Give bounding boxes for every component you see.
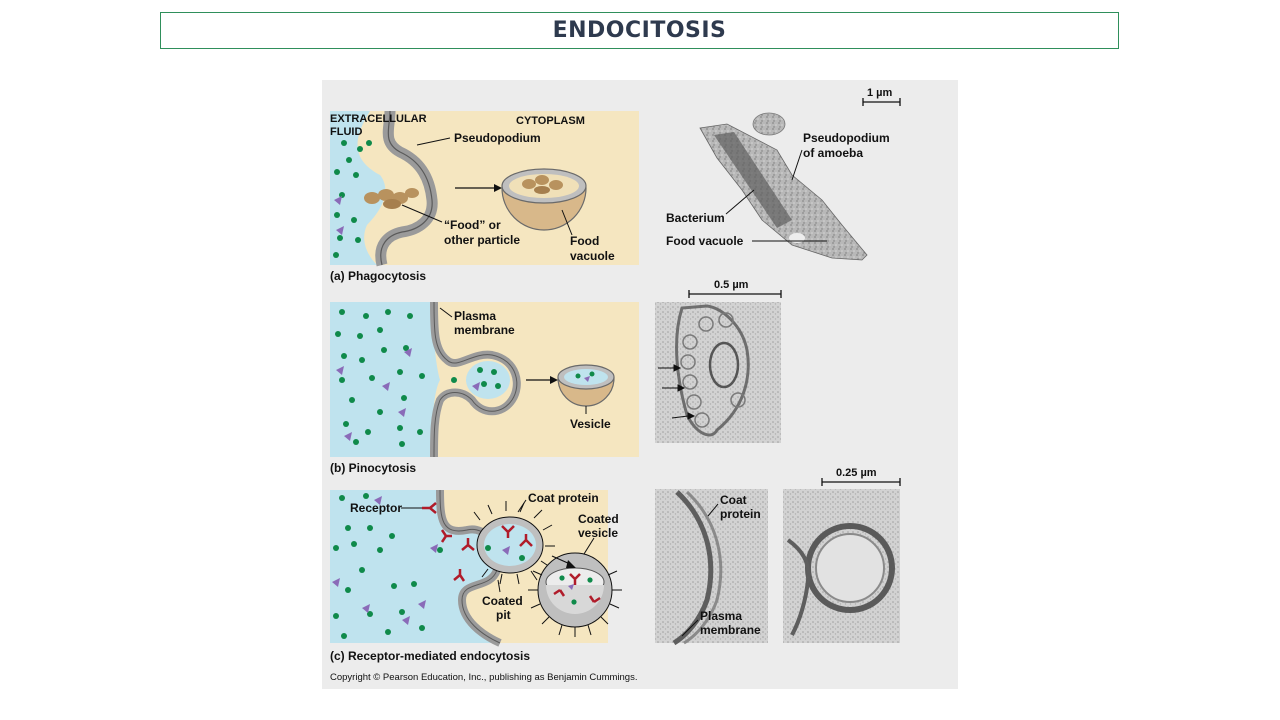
label-micro-pseudo-1: Pseudopodium xyxy=(803,131,890,145)
leader-micro-bacterium xyxy=(725,189,755,215)
food-particles xyxy=(364,188,419,209)
label-receptor: Receptor xyxy=(350,501,402,515)
label-micro-bacterium: Bacterium xyxy=(666,211,725,225)
leader-vacuole xyxy=(561,209,573,236)
micrograph-receptor: 0.25 µm Coat protein Plasma membrane xyxy=(655,467,901,646)
label-vacuole-2: vacuole xyxy=(570,249,615,263)
leader-coated-vesicle xyxy=(583,537,595,555)
forming-vesicle xyxy=(466,361,510,399)
green-particles-a xyxy=(333,140,372,258)
leader-coated-pit xyxy=(497,579,501,593)
caption-pinocytosis: (b) Pinocytosis xyxy=(330,461,416,475)
label-coated-vesicle-2: vesicle xyxy=(578,526,618,540)
green-particles-b xyxy=(335,309,501,447)
purple-particles-a xyxy=(334,196,344,235)
panel-pinocytosis: Plasma membrane Vesicle (b) Pinocytosis xyxy=(330,301,639,475)
label-coated-pit-1: Coated xyxy=(482,594,523,608)
panel-phagocytosis: EXTRACELLULAR FLUID CYTOPLASM Pseudopodi… xyxy=(330,110,639,283)
leader-food xyxy=(401,204,443,223)
scale-label-a: 1 µm xyxy=(867,87,893,99)
micrograph-phagocytosis: 1 µm Pseudopodium of amoeba Bacterium Fo… xyxy=(666,87,901,261)
leader-plasma xyxy=(439,307,453,318)
label-micro-pseudo-2: of amoeba xyxy=(803,146,863,160)
receptors xyxy=(422,502,533,582)
label-pseudopodium: Pseudopodium xyxy=(454,131,541,145)
label-coat-protein: Coat protein xyxy=(528,491,599,505)
label-plasma-1: Plasma xyxy=(454,309,496,323)
coated-vesicle xyxy=(528,552,622,637)
label-extracellular-2: FLUID xyxy=(330,126,362,138)
caption-receptor: (c) Receptor-mediated endocytosis xyxy=(330,649,530,663)
label-cytoplasm: CYTOPLASM xyxy=(516,115,585,127)
purple-particles-c xyxy=(332,496,510,625)
plasma-membrane-edge xyxy=(380,110,433,266)
panel-receptor: Receptor Coat protein Coated vesicle Coa… xyxy=(330,489,622,663)
caption-phagocytosis: (a) Phagocytosis xyxy=(330,269,426,283)
purple-particles-b xyxy=(336,348,480,441)
label-food-1: “Food” or xyxy=(444,218,501,232)
label-food-2: other particle xyxy=(444,233,520,247)
label-micro-plasma-2: membrane xyxy=(700,623,761,637)
leader-coat-protein xyxy=(517,499,527,513)
leader-micro-pseudo xyxy=(791,149,803,181)
bacterium-shape xyxy=(714,132,792,228)
label-coated-pit-2: pit xyxy=(496,608,511,622)
label-extracellular-1: EXTRACELLULAR xyxy=(330,113,427,125)
green-particles-c xyxy=(333,493,525,639)
food-vacuole xyxy=(501,168,587,231)
arrow-c xyxy=(551,555,571,565)
label-coated-vesicle-1: Coated xyxy=(578,512,619,526)
label-plasma-2: membrane xyxy=(454,323,515,337)
label-vesicle: Vesicle xyxy=(570,417,611,431)
arrow-a-head xyxy=(494,184,502,192)
micrograph-b-image xyxy=(655,302,781,443)
micrograph-pinocytosis: 0.5 µm xyxy=(655,279,782,443)
extracellular-area-b xyxy=(330,302,440,457)
leader-pseudopodium xyxy=(416,137,451,146)
endocytosis-figure: EXTRACELLULAR FLUID CYTOPLASM Pseudopodi… xyxy=(322,80,958,689)
arrow-c-head xyxy=(566,560,576,568)
arrow-b-head xyxy=(550,376,558,384)
label-micro-coat-2: protein xyxy=(720,507,761,521)
figure-svg: EXTRACELLULAR FLUID CYTOPLASM Pseudopodi… xyxy=(330,87,901,683)
scale-label-b: 0.5 µm xyxy=(714,279,749,291)
slide-title: ENDOCITOSIS xyxy=(552,18,727,43)
label-micro-plasma-1: Plasma xyxy=(700,609,742,623)
label-micro-coat-1: Coat xyxy=(720,493,747,507)
copyright: Copyright © Pearson Education, Inc., pub… xyxy=(330,672,637,683)
slide-title-box: ENDOCITOSIS xyxy=(160,12,1119,49)
vesicle xyxy=(557,364,615,407)
plasma-membrane-b-edge xyxy=(433,301,518,458)
label-micro-vacuole: Food vacuole xyxy=(666,234,744,248)
micrograph-b-arrows xyxy=(658,364,696,420)
label-vacuole-1: Food xyxy=(570,234,599,248)
scale-label-c: 0.25 µm xyxy=(836,467,877,479)
